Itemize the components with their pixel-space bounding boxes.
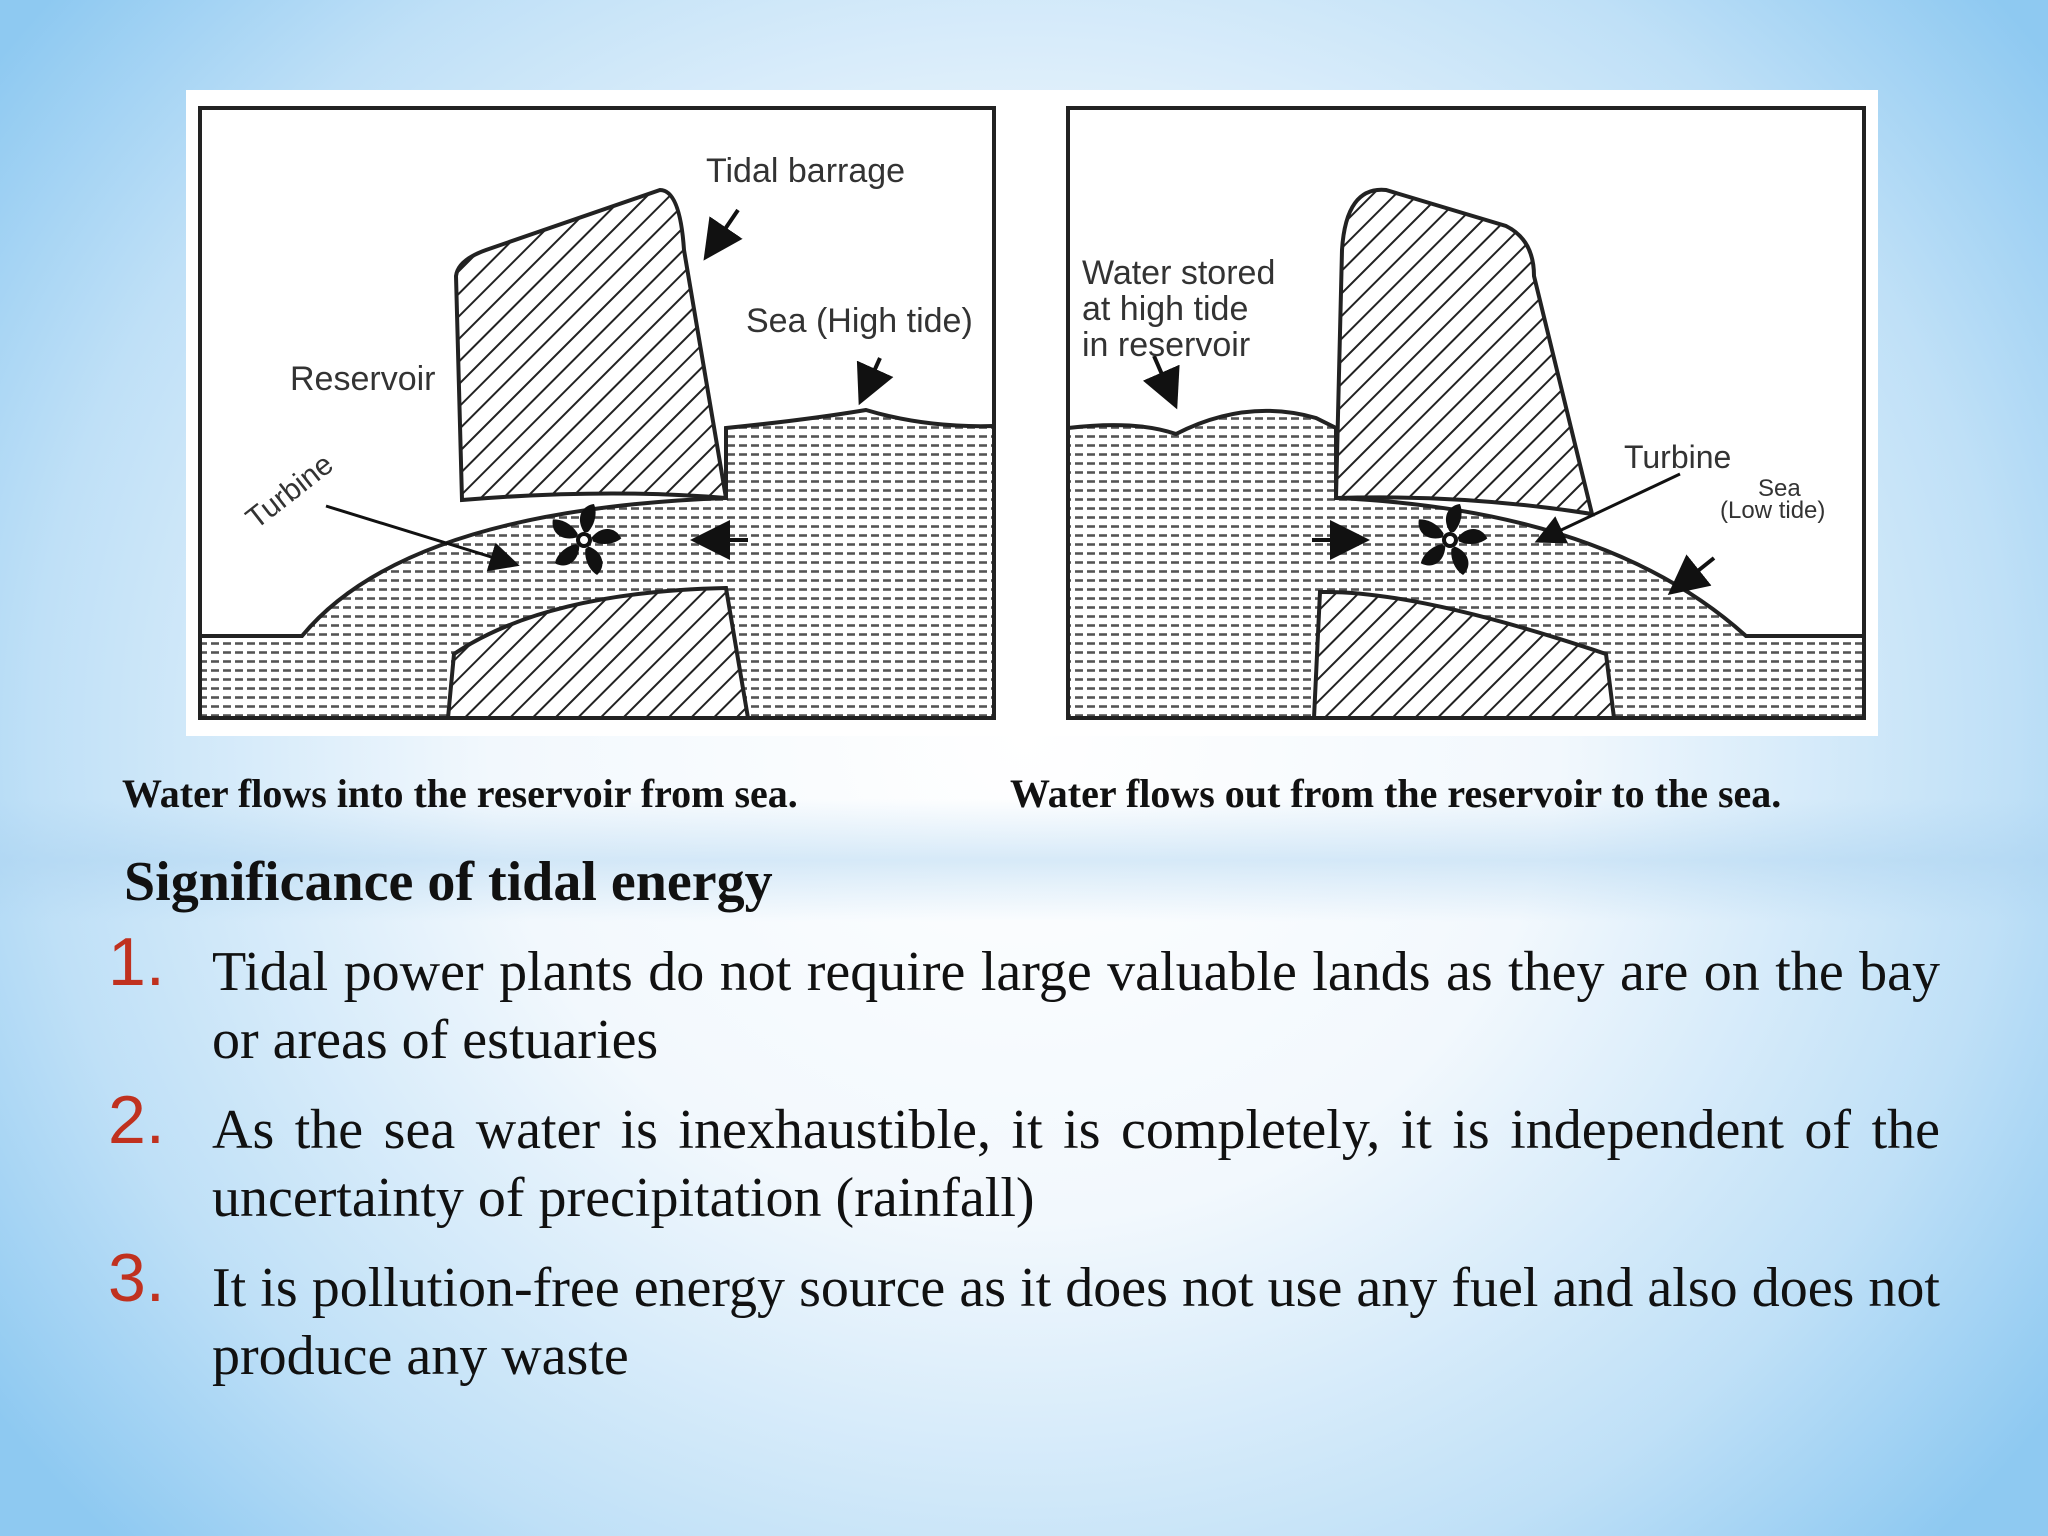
label-water-stored-2: at high tide xyxy=(1082,290,1248,328)
barrage-upper xyxy=(453,187,729,503)
label-sea-high-tide: Sea (High tide) xyxy=(746,302,973,340)
label-reservoir: Reservoir xyxy=(290,360,435,398)
barrage-lower xyxy=(445,585,751,720)
barrage-upper xyxy=(1333,187,1595,517)
label-water-stored-3: in reservoir xyxy=(1082,326,1250,364)
caption-right: Water flows out from the reservoir to th… xyxy=(1010,771,1782,816)
label-tidal-barrage: Tidal barrage xyxy=(706,152,905,190)
section-heading: Significance of tidal energy xyxy=(124,851,773,913)
list-item: 1. Tidal power plants do not require lar… xyxy=(108,928,1940,1074)
tidal-diagram: Tidal barrage Sea (High tide) Reservoir … xyxy=(186,90,1878,736)
label-sea-low-tide-1: Sea xyxy=(1758,475,1801,502)
barrage-lower xyxy=(1311,589,1617,720)
list-text: Tidal power plants do not require large … xyxy=(212,941,1940,1071)
label-water-stored-1: Water stored xyxy=(1082,254,1275,292)
list-number: 3. xyxy=(108,1240,165,1316)
list-item: 3. It is pollution-free energy source as… xyxy=(108,1244,1940,1390)
list-number: 1. xyxy=(108,924,165,1000)
list-number: 2. xyxy=(108,1082,165,1158)
list-text: As the sea water is inexhaustible, it is… xyxy=(212,1099,1940,1229)
caption-left: Water flows into the reservoir from sea. xyxy=(122,771,798,816)
list-item: 2. As the sea water is inexhaustible, it… xyxy=(108,1086,1940,1232)
list-text: It is pollution-free energy source as it… xyxy=(212,1257,1940,1387)
significance-list: 1. Tidal power plants do not require lar… xyxy=(108,928,1940,1412)
right-panel: Water stored at high tide in reservoir T… xyxy=(1066,106,1866,720)
label-sea-low-tide-2: (Low tide) xyxy=(1720,497,1825,524)
label-turbine-right: Turbine xyxy=(1624,439,1731,475)
left-panel: Tidal barrage Sea (High tide) Reservoir … xyxy=(198,106,996,720)
